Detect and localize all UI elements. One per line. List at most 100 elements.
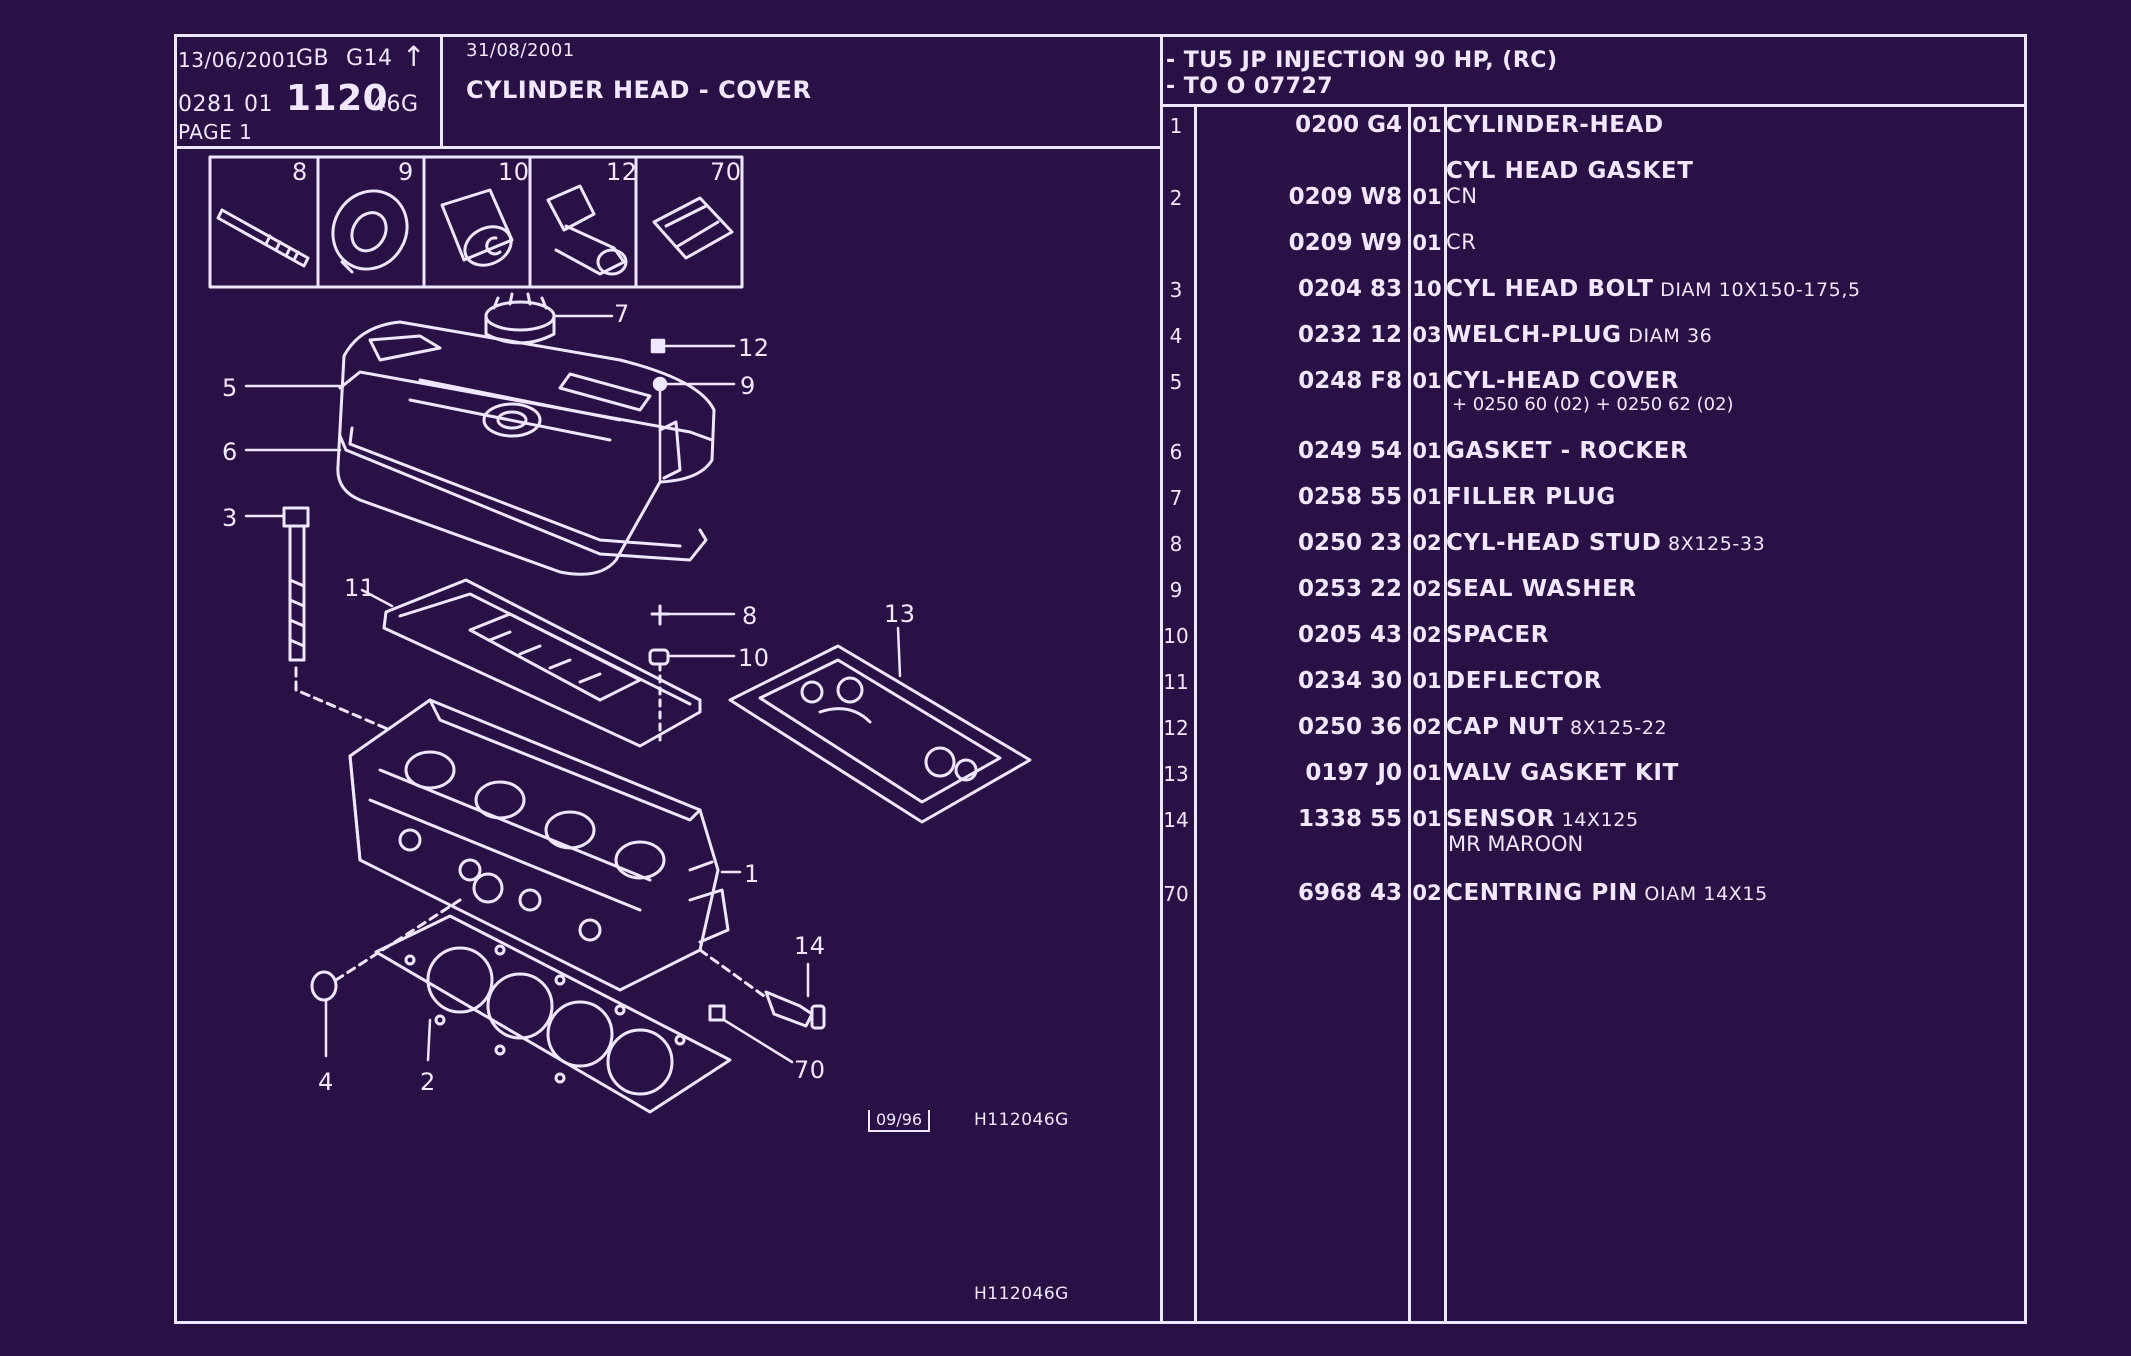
part-reference: 0250 36 — [1297, 714, 1402, 740]
part-quantity: 01 — [1412, 113, 1442, 137]
header-page: PAGE 1 — [178, 120, 253, 144]
part-quantity: 01 — [1412, 185, 1442, 209]
page-title: CYLINDER HEAD - COVER — [466, 76, 812, 104]
inset-label-8: 8 — [292, 158, 308, 186]
part-row-number: 13 — [1163, 762, 1189, 786]
inset-label-70: 70 — [710, 158, 742, 186]
part-name: SEAL WASHER — [1446, 576, 1637, 602]
cylinder-head-cover-drawing — [336, 320, 716, 576]
part-row-number: 14 — [1163, 808, 1189, 832]
part-name: SENSOR — [1446, 806, 1555, 832]
part-description: CYL HEAD BOLT DIAM 10X150-175,5 — [1446, 276, 1861, 302]
cap-nut-icon — [546, 184, 628, 276]
part-reference: 0248 F8 — [1298, 368, 1402, 394]
inset-label-10: 10 — [498, 158, 530, 186]
part-quantity: 01 — [1412, 231, 1442, 255]
part-quantity: 03 — [1412, 323, 1442, 347]
part-name: FILLER PLUG — [1446, 484, 1616, 510]
header-code-a: 0281 — [178, 92, 236, 117]
header-code-suffix: 46G — [372, 92, 419, 117]
part-quantity: 02 — [1412, 531, 1442, 555]
header-arrow: ↑ — [402, 40, 426, 73]
part-quantity: 02 — [1412, 881, 1442, 905]
stud-washer-markers — [648, 604, 670, 742]
part-row-number: 7 — [1169, 486, 1183, 510]
rocker-gasket-drawing — [338, 426, 708, 562]
part-description: SENSOR 14X125 — [1446, 806, 1639, 832]
part-description: CYL HEAD GASKET — [1446, 158, 1694, 184]
part-name: WELCH-PLUG — [1446, 322, 1622, 348]
part-description: SEAL WASHER — [1446, 576, 1637, 602]
part-reference: 0234 30 — [1297, 668, 1402, 694]
part-reference: 0209 W9 — [1288, 230, 1402, 256]
parts-sheet-frame — [174, 34, 2027, 1324]
part-row-number: 9 — [1169, 578, 1183, 602]
part-row-number: 12 — [1163, 716, 1189, 740]
part-quantity: 10 — [1412, 277, 1442, 301]
part-description: WELCH-PLUG DIAM 36 — [1446, 322, 1712, 348]
part-spec: DIAM 10X150-175,5 — [1653, 279, 1861, 301]
part-note: MR MAROON — [1448, 832, 1584, 856]
part-description: GASKET - ROCKER — [1446, 438, 1688, 464]
part-quantity: 01 — [1412, 439, 1442, 463]
part-note: + 0250 60 (02) + 0250 62 (02) — [1452, 394, 1734, 415]
callout-6: 6 — [222, 438, 238, 466]
head-gasket-drawing — [374, 914, 732, 1114]
part-reference: 0232 12 — [1297, 322, 1402, 348]
part-quantity: 01 — [1412, 807, 1442, 831]
part-description: CYL-HEAD COVER — [1446, 368, 1679, 394]
part-quantity: 02 — [1412, 715, 1442, 739]
part-name: CN — [1446, 184, 1478, 208]
part-name: CYL HEAD GASKET — [1446, 158, 1694, 184]
callout-9: 9 — [740, 372, 756, 400]
callout-7: 7 — [614, 300, 630, 328]
valve-gasket-kit-drawing — [728, 644, 1032, 824]
part-description: VALV GASKET KIT — [1446, 760, 1679, 786]
spacer-icon — [440, 188, 514, 267]
callout-14: 14 — [794, 932, 826, 960]
part-row-number: 70 — [1163, 882, 1189, 906]
divider-header-bottom-right — [1160, 104, 2027, 107]
part-row-number: 4 — [1169, 324, 1183, 348]
part-reference: 0258 55 — [1297, 484, 1402, 510]
part-description: CAP NUT 8X125-22 — [1446, 714, 1667, 740]
model-line-2: - TO O 07727 — [1166, 74, 1334, 99]
divider-qty-left — [1408, 104, 1411, 1324]
part-quantity: 01 — [1412, 669, 1442, 693]
diagram-date-stamp: 09/96 — [868, 1110, 931, 1132]
part-description: SPACER — [1446, 622, 1549, 648]
callout-10: 10 — [738, 644, 770, 672]
part-name: CYL-HEAD COVER — [1446, 368, 1680, 394]
header-code-big: 1120 — [286, 78, 389, 119]
part-quantity: 01 — [1412, 369, 1442, 393]
callout-leaders — [244, 314, 902, 1064]
centring-pin-icon — [652, 196, 734, 260]
part-reference: 0205 43 — [1297, 622, 1402, 648]
part-description: CR — [1446, 230, 1476, 254]
divider-header-bottom-left — [174, 146, 1162, 149]
callout-70: 70 — [794, 1056, 826, 1084]
header-language: GB — [296, 46, 330, 71]
part-name: CYL HEAD BOLT — [1446, 276, 1654, 302]
part-quantity: 01 — [1412, 761, 1442, 785]
part-name: DEFLECTOR — [1446, 668, 1603, 694]
part-name: SPACER — [1446, 622, 1550, 648]
stud-icon — [216, 208, 310, 268]
part-reference: 6968 43 — [1297, 880, 1402, 906]
inset-label-12: 12 — [606, 158, 638, 186]
part-spec: 8X125-22 — [1563, 717, 1668, 739]
callout-4: 4 — [318, 1068, 334, 1096]
seal-washer-icon — [331, 189, 409, 274]
callout-13: 13 — [884, 600, 916, 628]
head-bolt-drawing — [282, 506, 392, 732]
diagram-ref-code: H112046G — [974, 1110, 1069, 1130]
part-name: CENTRING PIN — [1446, 880, 1638, 906]
part-spec: OIAM 14X15 — [1637, 883, 1768, 905]
part-description: FILLER PLUG — [1446, 484, 1616, 510]
callout-11: 11 — [344, 574, 376, 602]
callout-5: 5 — [222, 374, 238, 402]
part-name: GASKET - ROCKER — [1446, 438, 1689, 464]
divider-qty-right — [1444, 104, 1447, 1324]
sensor-drawing — [698, 948, 826, 1030]
part-reference: 0200 G4 — [1295, 112, 1402, 138]
